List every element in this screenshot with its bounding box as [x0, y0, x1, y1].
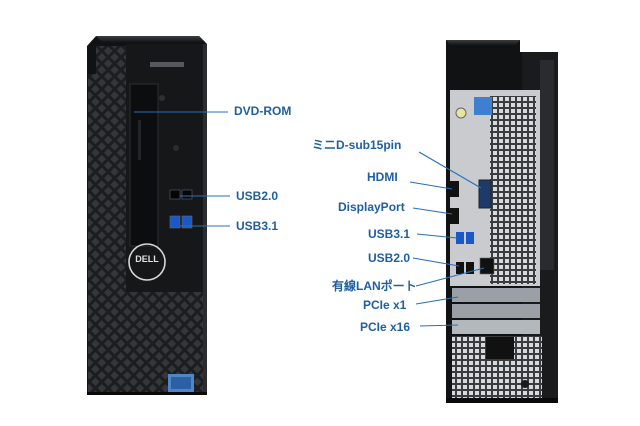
front-case	[87, 36, 207, 395]
label-pcie-x1: PCIe x1	[363, 298, 407, 312]
line-pcie1	[415, 296, 459, 305]
label-usb2-front: USB2.0	[236, 189, 279, 203]
label-displayport: DisplayPort	[338, 200, 405, 214]
line-hdmi	[409, 181, 453, 190]
line-vga	[418, 151, 482, 189]
line-pcie16	[419, 324, 459, 327]
label-pcie-x16: PCIe x16	[360, 320, 411, 334]
dell-logo: DELL	[135, 254, 159, 264]
line-lan	[415, 267, 485, 287]
label-dvd-rom: DVD-ROM	[234, 104, 292, 118]
front-callouts	[134, 111, 230, 227]
line-dp	[412, 207, 453, 215]
label-lan: 有線LANポート	[332, 279, 417, 293]
line-usb31-rear	[416, 233, 458, 239]
label-usb31-front: USB3.1	[236, 219, 279, 233]
rear-case	[446, 40, 558, 403]
line-usb2-rear	[412, 257, 460, 267]
label-vga: ミニD-sub15pin	[312, 138, 402, 152]
label-hdmi: HDMI	[367, 170, 398, 184]
rear-callouts	[409, 151, 485, 327]
label-usb2-rear: USB2.0	[368, 251, 411, 265]
label-usb31-rear: USB3.1	[368, 227, 411, 241]
